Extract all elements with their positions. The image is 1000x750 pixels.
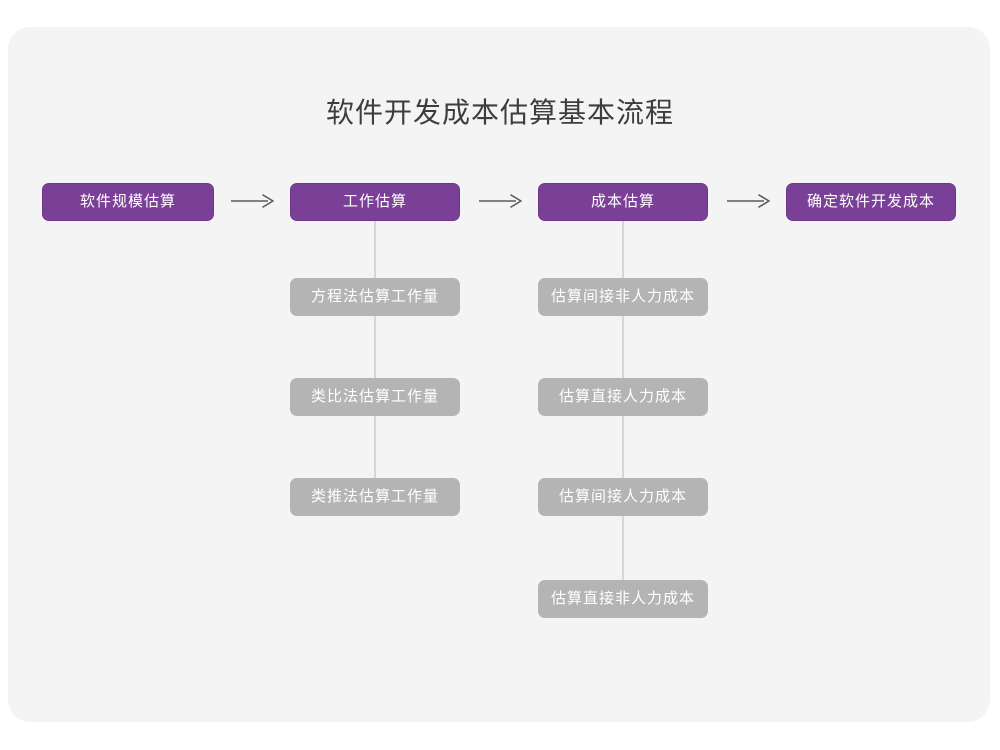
sub-box-cost-2[interactable]: 估算直接人力成本 bbox=[538, 378, 708, 416]
arrow-right-icon-3 bbox=[726, 192, 772, 210]
page-title: 软件开发成本估算基本流程 bbox=[325, 97, 674, 128]
connector-line-work-estimation bbox=[374, 221, 376, 501]
stage-box-cost-estimation[interactable]: 成本估算 bbox=[538, 183, 708, 221]
stage-box-work-estimation[interactable]: 工作估算 bbox=[290, 183, 460, 221]
stage-box-software-scale-estimation[interactable]: 软件规模估算 bbox=[42, 183, 214, 221]
arrow-right-icon-2 bbox=[478, 192, 524, 210]
arrow-right-icon-1 bbox=[230, 192, 276, 210]
sub-box-cost-3[interactable]: 估算间接人力成本 bbox=[538, 478, 708, 516]
stage-box-determine-development-cost[interactable]: 确定软件开发成本 bbox=[786, 183, 956, 221]
sub-box-work-3[interactable]: 类推法估算工作量 bbox=[290, 478, 460, 516]
sub-box-cost-1[interactable]: 估算间接非人力成本 bbox=[538, 278, 708, 316]
content-card bbox=[8, 27, 990, 722]
sub-box-work-2[interactable]: 类比法估算工作量 bbox=[290, 378, 460, 416]
sub-box-cost-4[interactable]: 估算直接非人力成本 bbox=[538, 580, 708, 618]
sub-box-work-1[interactable]: 方程法估算工作量 bbox=[290, 278, 460, 316]
